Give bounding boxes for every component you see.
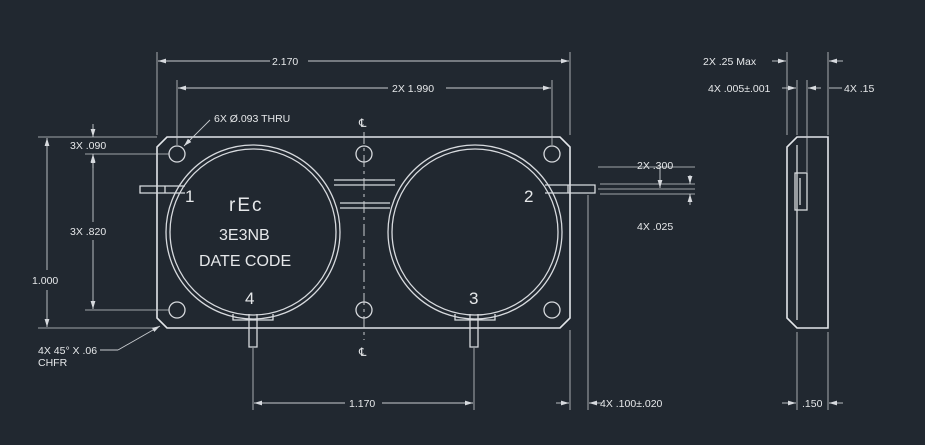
dim-overall-width: 2.170 [272, 56, 298, 68]
side-housing [786, 136, 829, 329]
port-label-1: 1 [185, 187, 194, 206]
front-view: 1 2 4 3 rEc 3E3NB DATE CODE ℄ ℄ [139, 118, 596, 359]
port-3-lead [454, 314, 496, 348]
dim-port-spacing: 1.170 [349, 398, 375, 410]
dim-side-thickness: 4X .15 [844, 83, 875, 95]
dim-hole-edge: 3X .090 [70, 140, 106, 152]
note-hole-thru: 6X Ø.093 THRU [214, 113, 290, 125]
dim-hole-spacing: 2X 1.990 [392, 83, 434, 95]
port-label-2: 2 [524, 187, 533, 206]
brand-marking: rEc [229, 195, 264, 216]
dim-lead-thickness: 4X .005±.001 [708, 83, 771, 95]
side-view: 2X .25 Max 4X .005±.001 4X .15 .150 [703, 52, 875, 410]
dim-side-depth: .150 [802, 398, 823, 410]
port-2-lead [545, 184, 596, 194]
port-label-4: 4 [245, 289, 254, 308]
dim-lead-height: 2X .300 [637, 160, 673, 172]
centerline-symbol-top: ℄ [358, 118, 367, 130]
dim-max-thickness: 2X .25 Max [703, 56, 757, 68]
dim-overall-height: 1.000 [32, 275, 58, 287]
front-dimensions: 2.170 2X 1.990 6X Ø.093 THRU 3X .090 3X … [32, 52, 695, 410]
note-chamfer: 4X 45° X .06 [38, 345, 97, 357]
side-lead-tab [794, 172, 808, 211]
date-code-marking: DATE CODE [199, 253, 291, 270]
mounting-hole [543, 145, 561, 163]
dim-hole-vertical: 3X .820 [70, 226, 106, 238]
mounting-hole [543, 301, 561, 319]
port-4-lead [232, 314, 274, 348]
right-circulator [387, 144, 563, 320]
mounting-hole [168, 301, 186, 319]
model-marking: 3E3NB [219, 227, 270, 244]
port-label-3: 3 [469, 289, 478, 308]
left-circulator [165, 144, 341, 320]
note-chamfer-2: CHFR [38, 357, 68, 369]
dim-lead-width: 4X .025 [637, 221, 673, 233]
port-1-lead [139, 185, 185, 194]
centerline-symbol-bottom: ℄ [358, 347, 367, 359]
mounting-hole [168, 145, 186, 163]
dim-lead-offset: 4X .100±.020 [600, 398, 663, 410]
housing-outline [156, 136, 571, 329]
interconnect-bridge [334, 179, 395, 209]
